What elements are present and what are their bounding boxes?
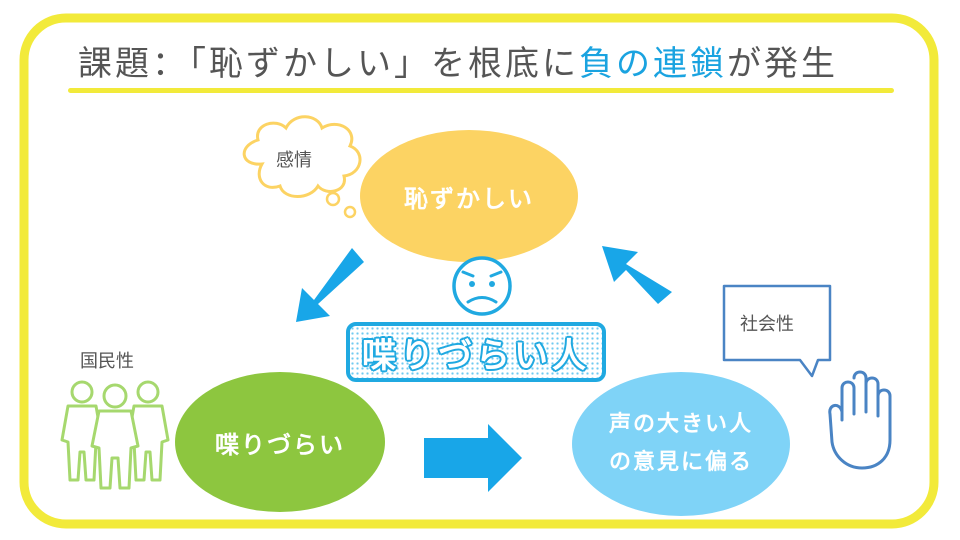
loud-voice-node-line1: 声の大きい人 [608, 411, 753, 437]
title-suffix: が発生 [727, 44, 838, 84]
national-character-label: 国民性 [80, 351, 134, 372]
arrow-icon [424, 424, 522, 492]
shame-node-label: 恥ずかしい [404, 184, 534, 213]
title-prefix: 課題：「恥ずかしい」を根底に [78, 44, 579, 84]
title-underline [68, 88, 894, 93]
center-label: 喋りづらい人 [362, 335, 590, 376]
title-highlight: 負の連鎖 [579, 44, 727, 84]
hard-to-speak-node-label: 喋りづらい [215, 430, 345, 459]
loud-voice-node: 声の大きい人 の意見に偏る [572, 372, 790, 516]
slide-title: 課題：「恥ずかしい」を根底に負の連鎖が発生 [78, 36, 838, 85]
shame-node: 恥ずかしい [360, 130, 578, 262]
social-label: 社会性 [740, 314, 794, 335]
center-label-box: 喋りづらい人 [346, 322, 606, 382]
arrow-icon [296, 248, 364, 322]
loud-voice-node-line2: の意見に偏る [608, 450, 753, 475]
arrow-icon [602, 246, 672, 304]
emotion-label: 感情 [276, 150, 312, 171]
hard-to-speak-node: 喋りづらい [175, 372, 385, 512]
